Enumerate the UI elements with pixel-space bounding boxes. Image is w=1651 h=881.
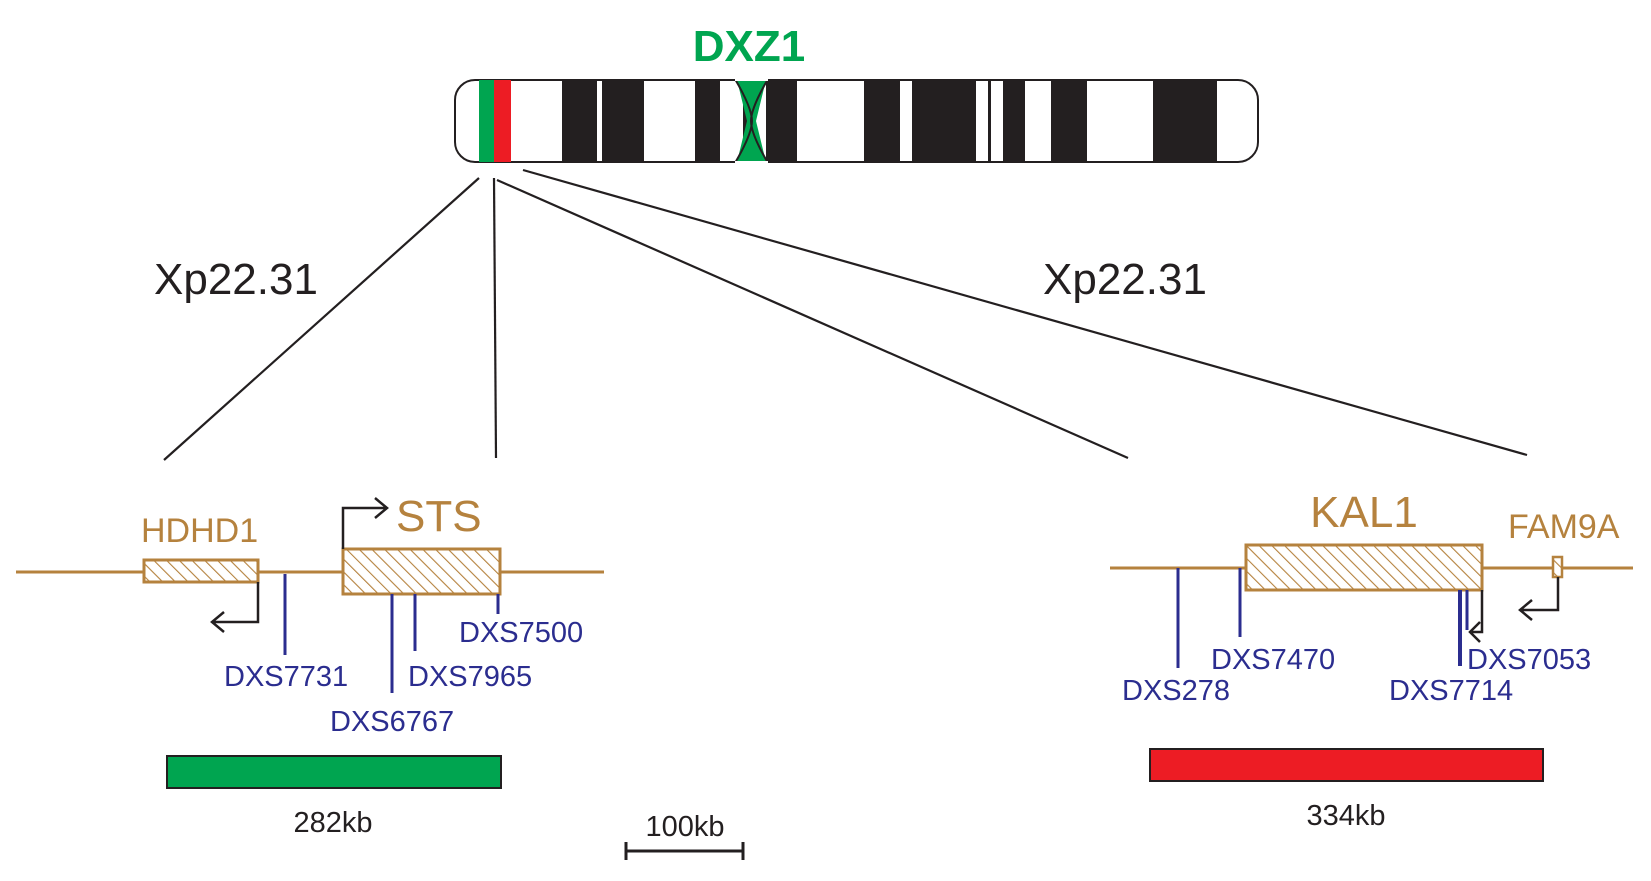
left-locus: HDHD1 STS DXS7731 DXS6767 DXS7965 DXS750… [16, 492, 604, 839]
dxs7053-label: DXS7053 [1467, 644, 1591, 676]
dxs7965-label: DXS7965 [408, 661, 532, 693]
kal1-label: KAL1 [1310, 488, 1418, 537]
hdhd1-gene-box [142, 558, 260, 584]
dxs7500-label: DXS7500 [459, 617, 583, 649]
right-locus: KAL1 FAM9A DXS278 DXS7470 DXS7714 DXS705… [1110, 488, 1633, 832]
chromosome-bands [479, 80, 1217, 162]
band-green [479, 80, 494, 162]
left-deletion-bar [166, 755, 502, 789]
hdhd1-arrow-icon [210, 582, 260, 633]
centromere-label: DXZ1 [693, 22, 805, 71]
fam9a-arrow-icon [1518, 577, 1560, 621]
kal1-arrow-icon [1468, 590, 1484, 643]
band-red [494, 80, 511, 162]
sts-arrow-icon [341, 497, 389, 549]
dxs7470-label: DXS7470 [1211, 644, 1335, 676]
region-label-right: Xp22.31 [1043, 255, 1207, 304]
scale-bar: 100kb [624, 811, 745, 860]
scale-bar-label: 100kb [645, 811, 724, 843]
fam9a-label: FAM9A [1508, 508, 1620, 546]
dxs6767-label: DXS6767 [330, 706, 454, 738]
sts-gene-box [341, 547, 502, 596]
fam9a-gene-box [1551, 555, 1564, 579]
right-deletion-size: 334kb [1306, 800, 1385, 832]
region-label-left: Xp22.31 [154, 255, 318, 304]
sts-label: STS [396, 492, 482, 541]
dxs7731-label: DXS7731 [224, 661, 348, 693]
dxs278-label: DXS278 [1122, 675, 1230, 707]
x-chromosome: DXZ1 [454, 22, 1259, 165]
dxs7714-label: DXS7714 [1389, 675, 1513, 707]
left-deletion-size: 282kb [293, 807, 372, 839]
right-deletion-bar [1149, 748, 1544, 782]
zoom-lines [163, 168, 1528, 461]
kal1-gene-box [1244, 543, 1484, 592]
hdhd1-label: HDHD1 [141, 512, 258, 550]
